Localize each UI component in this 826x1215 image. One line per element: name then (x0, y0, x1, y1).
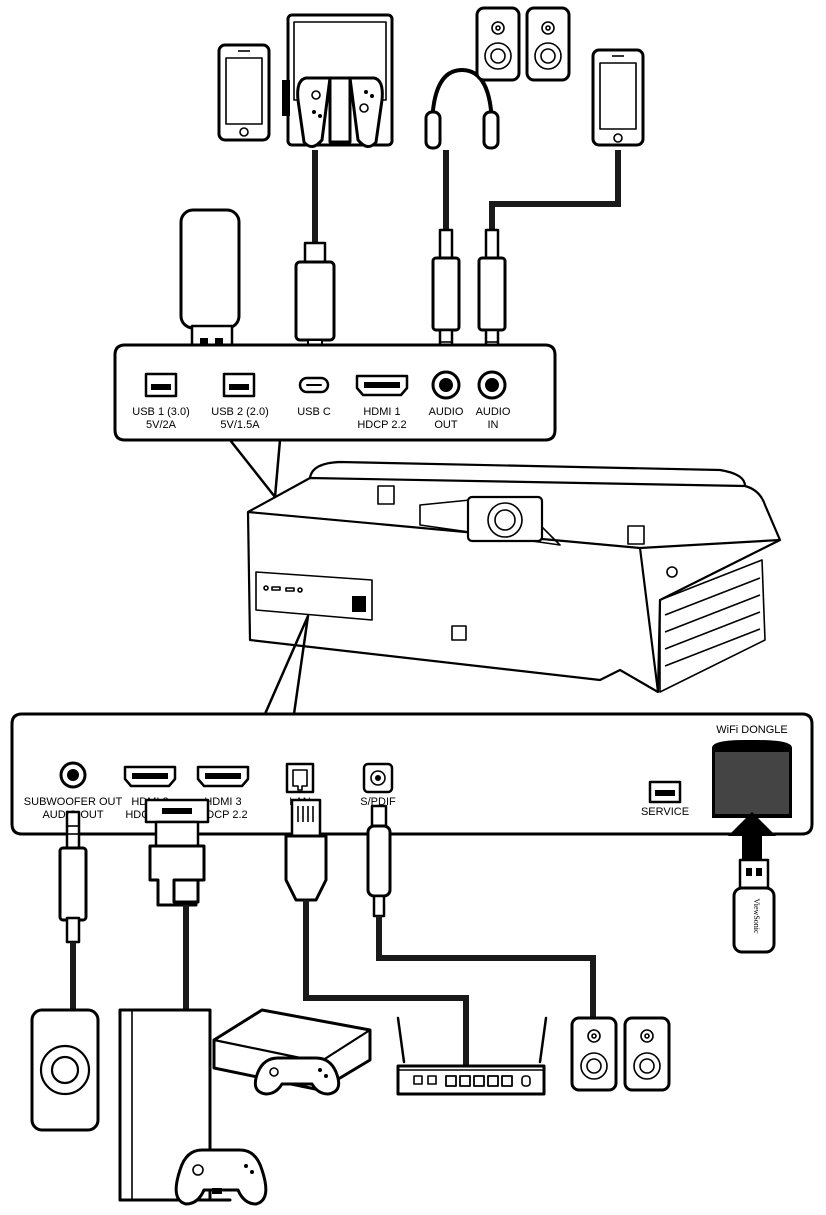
smartphone-icon (591, 48, 645, 147)
bottom-connector-panel (10, 712, 814, 836)
usb-c-port[interactable] (298, 376, 330, 394)
hdmi3-label: HDMI 3 (204, 796, 241, 808)
lan-port[interactable] (285, 762, 315, 794)
spdif-port[interactable] (362, 762, 394, 794)
wifi-dongle-label: WiFi DONGLE (716, 724, 788, 736)
usb-drive-icon: ViewSonic (732, 858, 776, 954)
audio-in-label: AUDIO (476, 406, 511, 418)
usb1-label: USB 1 (3.0) (132, 406, 189, 418)
callout-bottom (263, 614, 310, 715)
callout-top (229, 439, 282, 499)
top-connector-panel (113, 343, 557, 442)
hdmi1-label: HDMI 1 (363, 406, 400, 418)
usb1-port[interactable] (144, 372, 178, 398)
speaker-icon (623, 1016, 671, 1092)
wifi-dongle-slot[interactable] (712, 740, 792, 818)
hdmi3-port[interactable] (196, 765, 250, 788)
subwoofer-jack[interactable] (59, 761, 87, 789)
insert-arrow-icon (728, 812, 776, 860)
hdmi1-sublabel: HDCP 2.2 (357, 419, 406, 431)
usb1-sublabel: 5V/2A (146, 419, 177, 431)
subwoofer-label: SUBWOOFER OUT (24, 796, 123, 808)
audio-out-jack[interactable] (431, 370, 461, 400)
usbc-label: USB C (297, 406, 331, 418)
usb-drive-icon (179, 208, 241, 366)
spdif-plug (366, 804, 392, 918)
service-label: SERVICE (641, 806, 689, 818)
subwoofer-icon (30, 1008, 100, 1132)
usb2-sublabel: 5V/1.5A (220, 419, 260, 431)
audio-in-jack[interactable] (477, 370, 507, 400)
speaker-icon (525, 6, 571, 82)
game-console-icon (282, 13, 394, 148)
speaker-icon (570, 1016, 618, 1092)
hdmi2-port[interactable] (123, 765, 177, 788)
router-icon (396, 1016, 548, 1096)
audio-out-sublabel: OUT (434, 419, 458, 431)
usb2-label: USB 2 (2.0) (211, 406, 268, 418)
hdmi3-sublabel: HDCP 2.2 (198, 809, 247, 821)
lan-plug (284, 798, 328, 902)
smartphone-icon (217, 43, 271, 142)
speaker-icon (475, 6, 521, 82)
audio-out-label: AUDIO (429, 406, 464, 418)
projector-icon (246, 460, 782, 694)
service-port[interactable] (648, 780, 682, 804)
audio-plug (431, 228, 461, 362)
usb2-port[interactable] (222, 372, 256, 398)
audio-plug (477, 228, 507, 362)
hdmi1-port[interactable] (355, 374, 409, 397)
headphones-icon (424, 68, 500, 150)
audio-in-sublabel: IN (488, 419, 499, 431)
gamepad-icon (253, 1056, 341, 1096)
hdmi-plug (144, 798, 210, 907)
dongle-brand: ViewSonic (752, 898, 761, 934)
spdif-label: S/PDIF (360, 796, 396, 808)
gamepad-icon (174, 1148, 268, 1206)
